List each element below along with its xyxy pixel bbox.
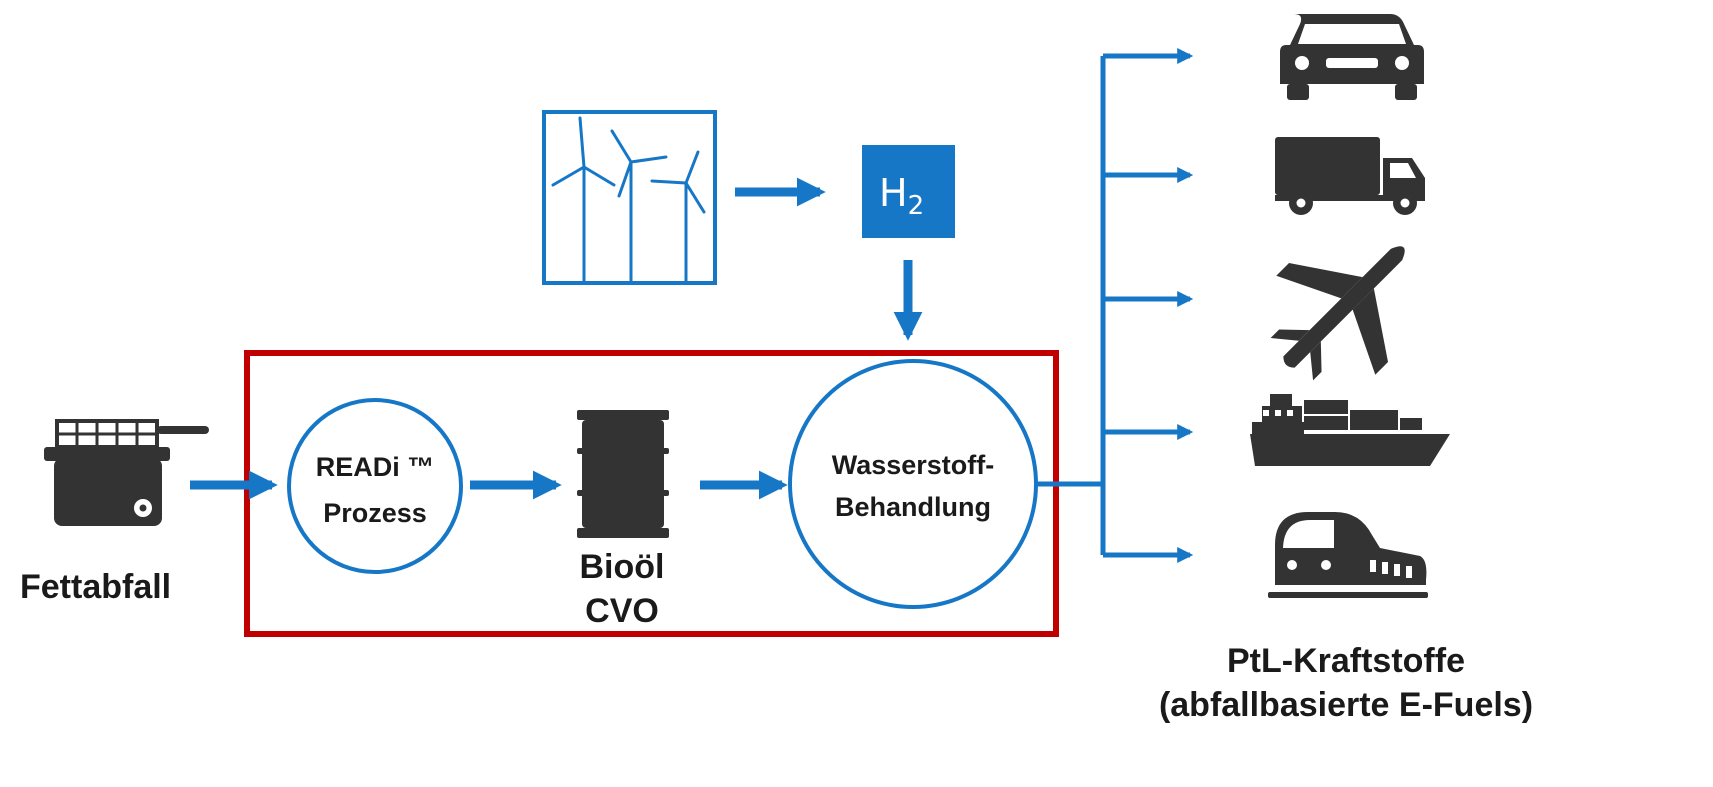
- intermediate-label-line1: Bioöl: [580, 548, 665, 586]
- process-highlight-frame: [244, 350, 1059, 637]
- airplane-icon: [1270, 246, 1405, 381]
- hydrogen-symbol: H2: [879, 171, 924, 221]
- deep-fryer-icon: [44, 419, 209, 526]
- hydrotreatment-circle: [788, 359, 1038, 609]
- oil-barrel-icon: [577, 410, 669, 538]
- truck-icon: [1275, 137, 1425, 215]
- hydrogen-box: H2: [862, 145, 955, 238]
- hydro-label-line2: Behandlung: [835, 492, 991, 522]
- train-icon: [1268, 512, 1428, 598]
- intermediate-label-line2: CVO: [585, 592, 659, 630]
- readi-label-line2: Prozess: [323, 498, 427, 528]
- readi-process-circle: [287, 398, 463, 574]
- wind-turbines-icon: [542, 110, 717, 285]
- distribution-network: [1037, 56, 1106, 555]
- outputs-label-line1: PtL-Kraftstoffe: [1227, 642, 1465, 680]
- readi-label-line1: READi ™: [316, 452, 435, 482]
- ship-icon: [1250, 394, 1450, 466]
- source-label: Fettabfall: [20, 568, 171, 606]
- outputs-label-line2: (abfallbasierte E-Fuels): [1159, 686, 1533, 724]
- hydro-label-line1: Wasserstoff-: [832, 450, 995, 480]
- car-icon: [1280, 14, 1424, 100]
